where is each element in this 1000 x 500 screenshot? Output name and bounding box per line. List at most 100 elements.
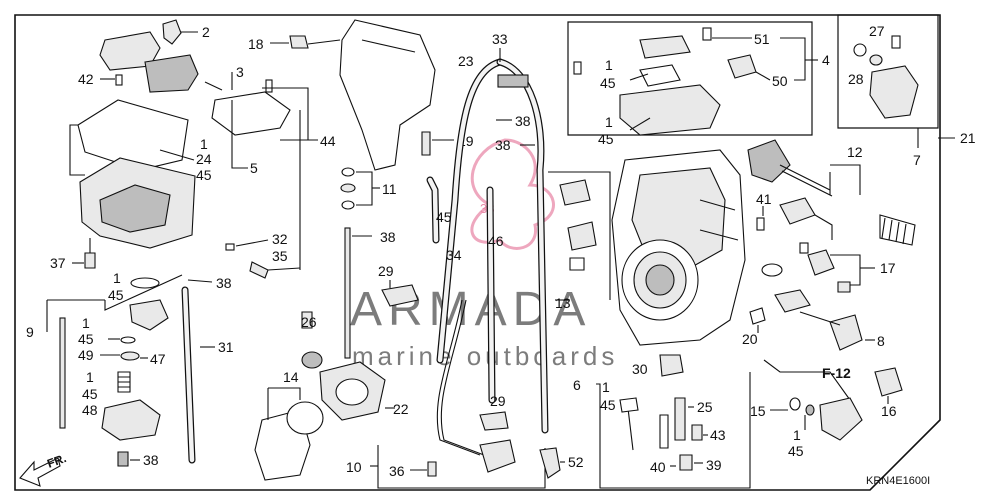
callout-51: 51 [754, 31, 770, 47]
callout-41: 41 [756, 191, 772, 207]
callout-29b: 29 [490, 393, 506, 409]
screw-3 [265, 79, 273, 93]
linkage-c [569, 257, 585, 271]
callout-45b: 32 [272, 231, 288, 247]
jet-39 [679, 454, 693, 471]
choke-knob [807, 249, 835, 276]
pump-oring [120, 336, 136, 344]
callout-13: 13 [555, 295, 571, 311]
pump-washer [120, 351, 140, 361]
cable-bracket [479, 439, 516, 473]
callout-12: 12 [847, 144, 863, 160]
f12-group: F-12 15 1 45 16 [750, 359, 903, 459]
callout-45i: 45 [788, 443, 804, 459]
callout-4: 4 [822, 52, 830, 68]
callout-29a: 29 [378, 263, 394, 279]
callout-21: 21 [960, 130, 976, 146]
choke-group-17: 17 [761, 242, 896, 293]
callout-45g: 45 [600, 75, 616, 91]
chamber-gasket [77, 99, 189, 171]
callout-11: 11 [382, 181, 397, 197]
drain-screw-37 [84, 252, 96, 269]
cover-18 [339, 19, 436, 171]
callout-45d: 45 [78, 331, 94, 347]
choke-nut [837, 281, 851, 293]
bracket-29-upper: 29 [378, 263, 419, 307]
callout-49: 49 [78, 347, 94, 363]
frame-ref: F-12 [822, 365, 851, 381]
part-11a [341, 167, 355, 177]
fitting-8a [774, 289, 811, 313]
callout-52: 52 [568, 454, 584, 470]
watermark: 38 ARMADA marine outboards [350, 138, 618, 371]
jet-43 [691, 424, 703, 441]
callout-1h: 1 [793, 427, 801, 443]
callout-38a: 38 [515, 113, 531, 129]
gasket-ring [286, 401, 324, 435]
callout-31: 31 [218, 339, 234, 355]
callout-18: 18 [248, 36, 264, 52]
screw-45 [225, 243, 235, 251]
callout-45c: 45 [108, 287, 124, 303]
pump-group-9: 9 1 45 49 47 1 45 48 38 [26, 299, 166, 468]
callout-14: 14 [283, 369, 299, 385]
clip-2 [162, 19, 182, 45]
callout-33: 33 [492, 31, 508, 47]
jet-25 [674, 397, 686, 441]
bolt-38 [117, 451, 129, 467]
hose-31: 31 38 [181, 275, 234, 464]
needle-35 [344, 227, 351, 359]
cap-part-lower [144, 54, 199, 93]
callout-24: 24 [196, 151, 212, 167]
callout-28: 28 [848, 71, 864, 87]
shaft-12: 12 [747, 139, 916, 246]
callout-48: 48 [82, 402, 98, 418]
bracket-29a [381, 284, 419, 307]
screws-45-46: 32 35 [225, 110, 301, 279]
callout-43: 43 [710, 427, 726, 443]
callout-25: 25 [697, 399, 713, 415]
callout-30: 30 [632, 361, 648, 377]
jet-40 [659, 414, 669, 449]
fitting-16 [874, 367, 903, 397]
callout-45e: 45 [82, 386, 98, 402]
front-arrow-icon [19, 457, 61, 487]
callout-42: 42 [78, 71, 94, 87]
bolt-26 [301, 311, 313, 329]
jet-20 [749, 307, 766, 325]
hose-clamp [497, 74, 529, 88]
gasket-3 [211, 91, 291, 136]
callout-38c: 45 [436, 209, 452, 225]
gasket-51 [639, 64, 681, 87]
hose-bundle: 33 38 38 34 45 46 [426, 31, 549, 434]
callout-36: 36 [389, 463, 405, 479]
carburetor-body: 30 [611, 149, 746, 377]
callout-38e: 38 [143, 452, 159, 468]
callout-6: 6 [573, 377, 581, 393]
sensor-body [779, 197, 816, 225]
callout-23: 23 [458, 53, 474, 69]
linkage-13: 13 [548, 171, 611, 311]
plate-51a [639, 35, 691, 59]
callout-50: 50 [772, 73, 788, 89]
callout-1g: 1 [605, 114, 613, 130]
callout-2: 2 [202, 24, 210, 40]
jet-group-6: 6 1 45 25 43 40 39 [573, 372, 751, 489]
o-ring [130, 277, 160, 289]
front-direction-arrow: FR. [19, 451, 68, 487]
callout-1d: 1 [86, 369, 94, 385]
callout-47: 47 [150, 351, 166, 367]
callout-22: 22 [393, 401, 409, 417]
watermark-tagline: marine outboards [352, 341, 618, 371]
callout-45h: 45 [598, 131, 614, 147]
valve-body-15 [819, 397, 863, 441]
pump-body-48 [101, 399, 161, 441]
screw-27 [891, 35, 901, 49]
oring-15 [789, 397, 801, 411]
front-direction-label: FR. [45, 451, 68, 471]
lever-7 [869, 65, 919, 119]
jet-19 [421, 131, 431, 156]
callout-46: 35 [272, 248, 288, 264]
choke-screw [799, 242, 809, 254]
